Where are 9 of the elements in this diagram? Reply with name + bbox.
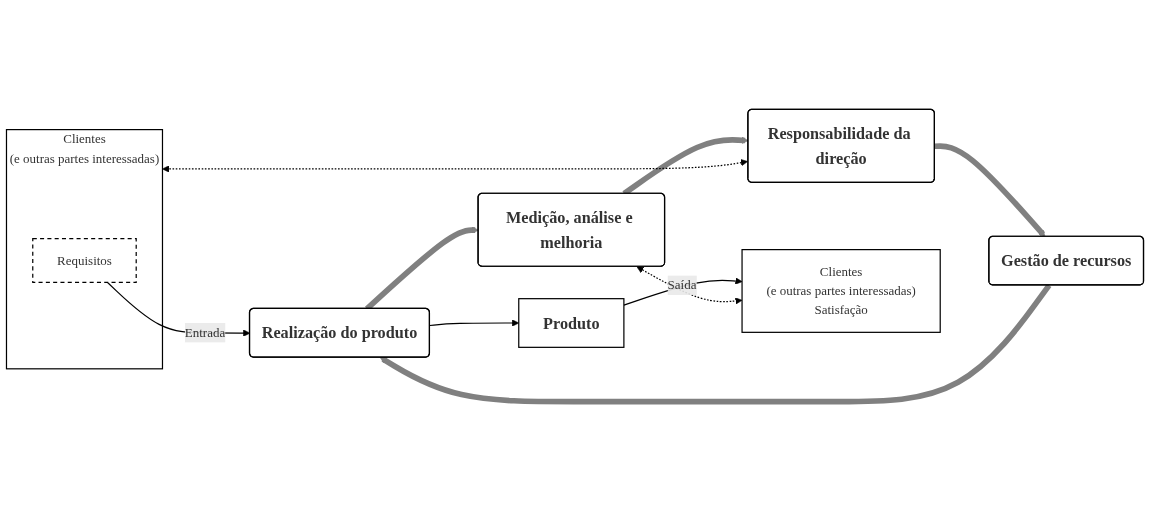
edge-label: Saída (667, 277, 697, 292)
arrow (934, 143, 1046, 237)
node-box: Requisitos (32, 238, 137, 284)
edge-label: Entrada (184, 325, 226, 340)
arrow (636, 266, 743, 305)
node-box: Clientes (e outras partes interessadas) Satisfação (741, 249, 941, 333)
arrow (379, 283, 1052, 405)
arrow (162, 159, 748, 173)
node-box: Produto (518, 298, 625, 348)
